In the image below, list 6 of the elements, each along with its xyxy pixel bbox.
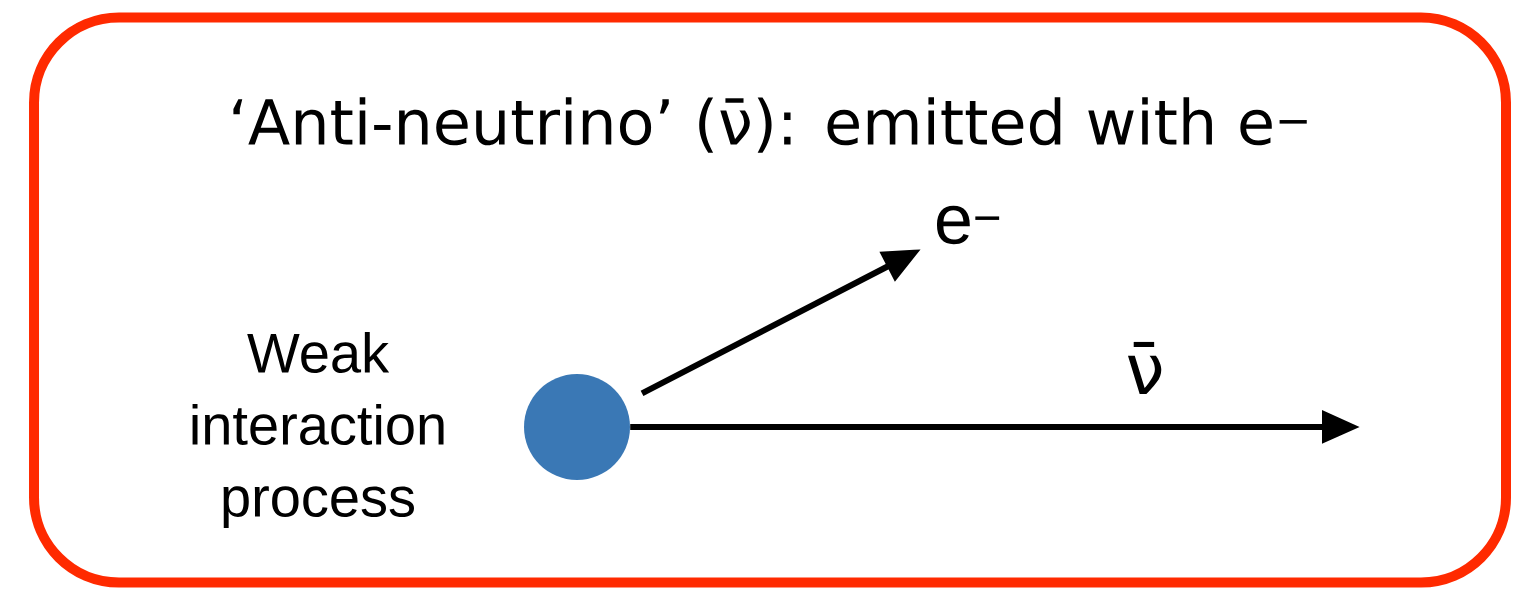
particle-label: e$^{−}$ (936, 205, 1000, 245)
rounded-box (29, 12, 1511, 588)
dot (524, 374, 630, 480)
process-label: Weak interaction process (192, 331, 444, 529)
edge-label: ν̄ (1123, 339, 1167, 397)
heading: ‘Anti-neutrino’ (ν̄): emitted with e$^{−}$ (233, 97, 1307, 153)
